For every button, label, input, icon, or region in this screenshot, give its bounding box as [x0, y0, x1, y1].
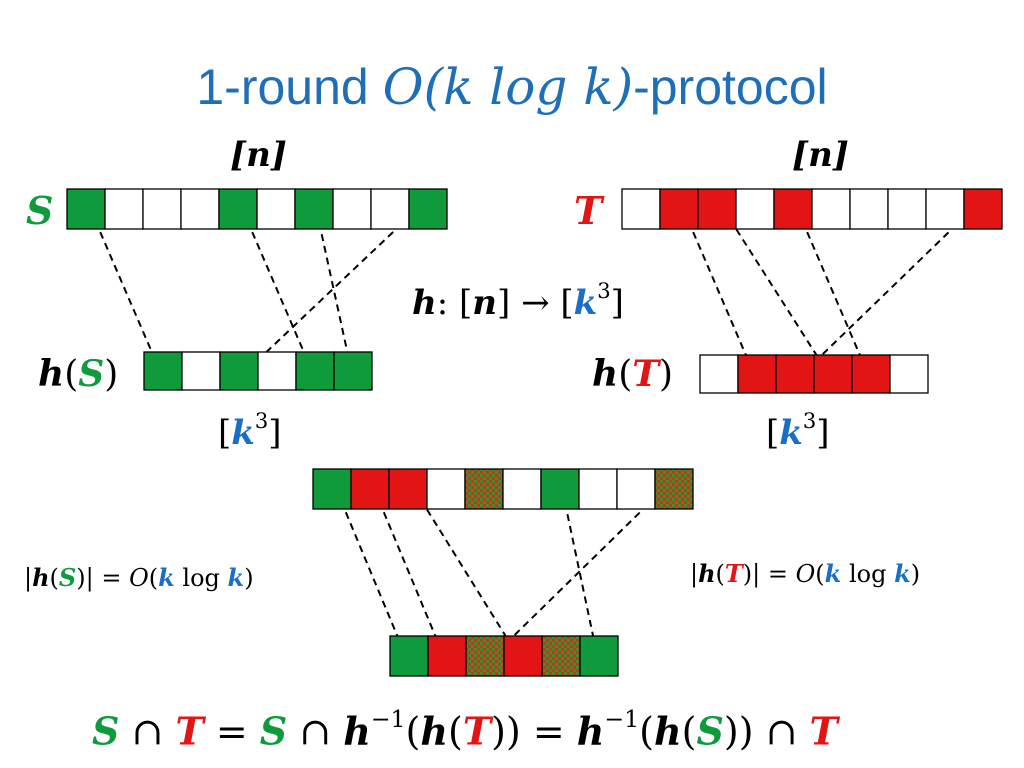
mapping-arrow — [559, 478, 599, 664]
intersection-formula: S ∩ T = S ∩ h−1(h(T)) = h−1(h(S)) ∩ T — [92, 705, 838, 754]
array-cell — [257, 351, 297, 391]
array-cell — [465, 635, 505, 677]
array-cell — [621, 188, 661, 230]
mapping-arrow — [331, 478, 409, 664]
mapping-arrow — [795, 198, 984, 381]
array-cell — [502, 468, 542, 510]
array-cell — [104, 188, 144, 230]
array-cell — [181, 351, 221, 391]
slide-title: 1-round O(k log k)-protocol — [196, 58, 828, 116]
array-cell — [811, 188, 851, 230]
array-cell — [294, 188, 334, 230]
array-cell — [925, 188, 965, 230]
array-cell — [541, 635, 581, 677]
array-cells — [66, 188, 1003, 677]
array-cell — [256, 188, 296, 230]
array-cell — [737, 354, 777, 394]
set-s-label: S — [26, 188, 54, 233]
array-cell — [659, 188, 699, 230]
mapping-arrow — [239, 198, 429, 378]
array-cell — [219, 351, 259, 391]
array-cell — [699, 354, 739, 394]
array-cell — [773, 188, 813, 230]
array-cell — [427, 635, 467, 677]
array-cell — [851, 354, 891, 394]
size-ht-label: |h(T)| = O(k log k) — [690, 559, 921, 588]
array-cell — [697, 188, 737, 230]
array-cell — [370, 188, 410, 230]
array-cell — [540, 468, 580, 510]
array-cell — [350, 468, 390, 510]
universe-label-right: [n] — [792, 135, 849, 175]
array-cell — [143, 351, 183, 391]
set-t-label: T — [574, 188, 603, 233]
array-cell — [66, 188, 106, 230]
hash-s-label: h(S) — [38, 353, 119, 395]
array-cell — [408, 188, 448, 230]
array-cell — [388, 468, 428, 510]
array-cell — [180, 188, 220, 230]
array-cell — [775, 354, 815, 394]
array-cell — [333, 351, 373, 391]
mapping-arrows — [85, 198, 984, 664]
array-cell — [426, 468, 466, 510]
array-cell — [578, 468, 618, 510]
universe-label-left: [n] — [230, 135, 287, 175]
mapping-arrow — [485, 478, 675, 664]
array-cell — [849, 188, 889, 230]
mapping-arrow — [369, 478, 447, 664]
title-math: O(k log k) — [382, 58, 634, 116]
array-s — [66, 188, 448, 230]
size-hs-label: |h(S)| = O(k log k) — [24, 563, 254, 592]
array-ht — [699, 354, 929, 394]
array-cell — [616, 468, 656, 510]
mapping-arrow — [407, 478, 523, 664]
array-cell — [295, 351, 335, 391]
mapping-arrow — [85, 198, 163, 378]
array-cell — [464, 468, 504, 510]
array-cell — [735, 188, 775, 230]
array-cell — [654, 468, 694, 510]
array-cell — [389, 635, 429, 677]
array-cell — [503, 635, 543, 677]
array-combined — [312, 468, 694, 510]
mapping-arrow — [678, 198, 757, 381]
hash-t-label: h(T) — [592, 353, 674, 395]
array-hs — [143, 351, 373, 391]
array-cell — [142, 188, 182, 230]
range-label-left: [k3] — [218, 408, 282, 453]
array-cell — [579, 635, 619, 677]
mapping-arrow — [237, 198, 315, 378]
array-cell — [813, 354, 853, 394]
hash-function-label: h: [n] → [k3] — [412, 278, 624, 323]
range-label-right: [k3] — [766, 408, 830, 453]
array-cell — [889, 354, 929, 394]
array-cell — [963, 188, 1003, 230]
array-cell — [218, 188, 258, 230]
array-t — [621, 188, 1003, 230]
array-final — [389, 635, 619, 677]
array-cell — [887, 188, 927, 230]
array-cell — [312, 468, 352, 510]
array-cell — [332, 188, 372, 230]
mapping-arrow — [792, 198, 871, 381]
